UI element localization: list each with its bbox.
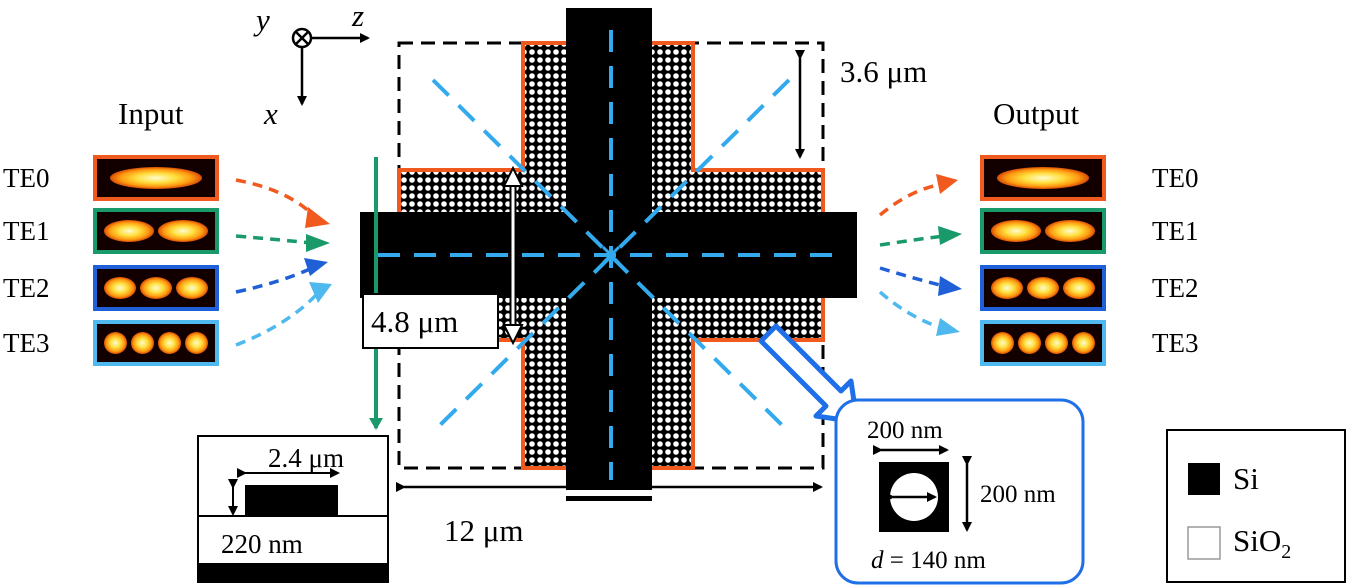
output-mode-arrowheads — [936, 174, 962, 336]
dim-arm-width-label: 4.8 μm — [371, 304, 459, 339]
output-mode-profile-te3 — [980, 320, 1106, 366]
output-mode-label-te0: TE0 — [1152, 163, 1199, 193]
coordinate-axes — [291, 27, 370, 106]
output-mode-arrows — [878, 182, 945, 330]
dim-top-gap-label: 3.6 μm — [840, 54, 928, 89]
cell-width-label: 200 nm — [867, 417, 943, 444]
legend-sio2-swatch — [1187, 526, 1221, 560]
input-mode-label-te1: TE1 — [3, 216, 50, 246]
dim-arm-width — [502, 165, 524, 346]
center-mark — [601, 245, 621, 265]
input-mode-profile-te2 — [93, 265, 219, 311]
input-mode-label-te0: TE0 — [3, 163, 50, 193]
input-mode-arrowheads — [304, 207, 332, 303]
input-mode-profile-te3 — [93, 320, 219, 366]
output-mode-profile-te0 — [980, 155, 1106, 201]
axis-y-label: y — [256, 2, 270, 37]
output-mode-profile-te2 — [980, 265, 1106, 311]
cross-section-substrate — [198, 563, 388, 582]
dim-total-length-label: 12 μm — [444, 513, 524, 548]
hole-diameter-label: d = 140 nm — [871, 547, 986, 574]
output-heading: Output — [993, 96, 1080, 131]
legend-si-label: Si — [1233, 461, 1259, 496]
input-mode-label-te2: TE2 — [3, 273, 50, 303]
output-mode-label-te3: TE3 — [1152, 328, 1199, 358]
axis-x-label: x — [264, 96, 278, 131]
cross-section-core — [245, 485, 338, 516]
legend-si-swatch — [1188, 463, 1220, 495]
input-mode-profile-te0 — [93, 155, 219, 201]
waveguide-width-label: 2.4 μm — [268, 443, 344, 473]
arm-width-label-box — [362, 293, 499, 349]
input-mode-profile-te1 — [93, 208, 219, 254]
output-mode-profile-te1 — [980, 208, 1106, 254]
input-mode-label-te3: TE3 — [3, 328, 50, 358]
axis-z-label: z — [352, 0, 365, 33]
input-heading: Input — [118, 96, 184, 131]
legend-sio2-label: SiO2 — [1233, 523, 1292, 564]
thickness-label: 220 nm — [221, 529, 303, 559]
output-mode-label-te1: TE1 — [1152, 216, 1199, 246]
cell-height-label: 200 nm — [980, 481, 1056, 508]
output-mode-label-te2: TE2 — [1152, 273, 1199, 303]
